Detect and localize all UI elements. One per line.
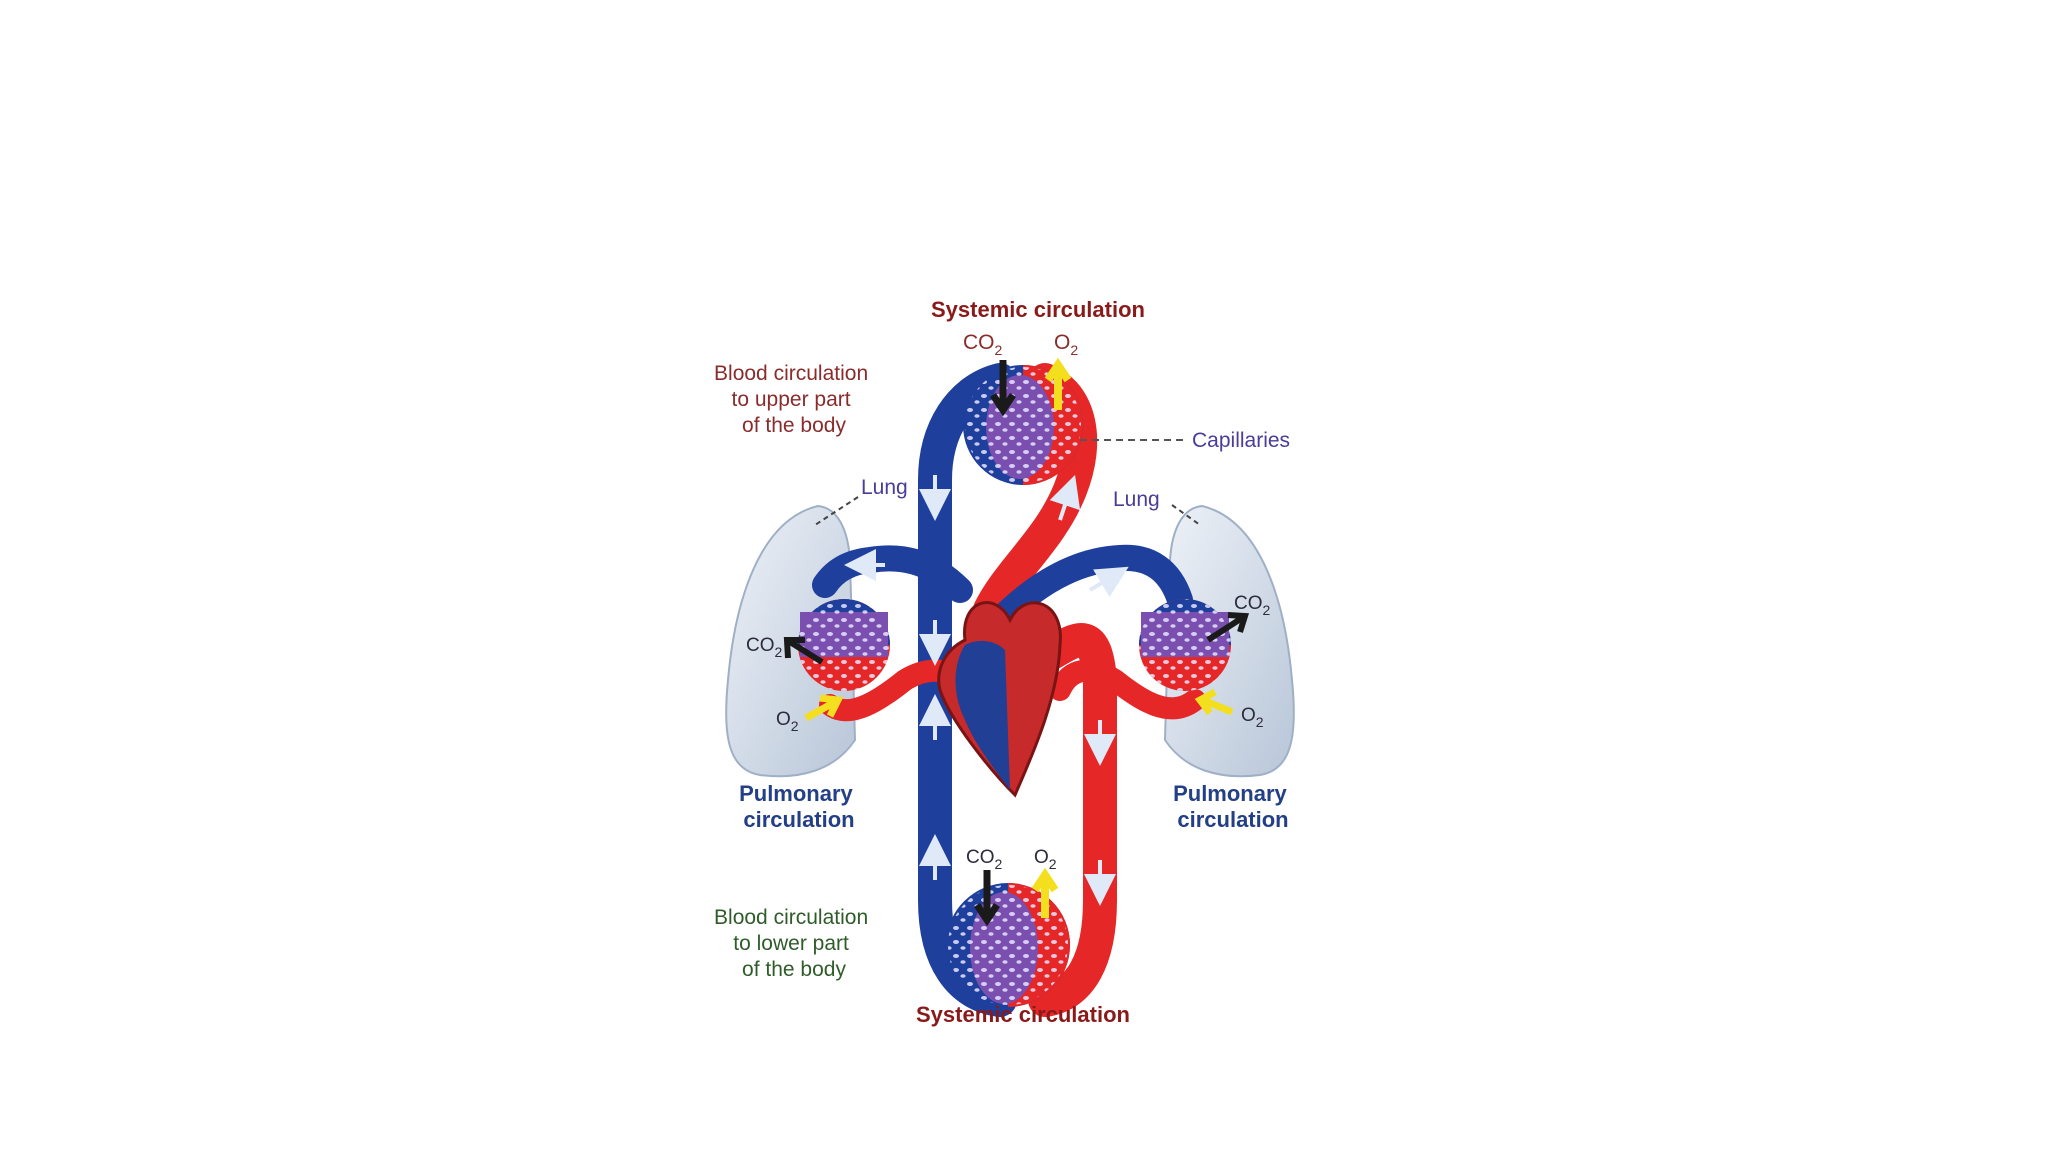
lung-right-leader <box>1171 504 1201 526</box>
o2-label-bottom: O2 <box>1034 847 1057 872</box>
co2-arrow-bottom-icon <box>974 870 1000 927</box>
co2-label-top: CO2 <box>963 331 1003 358</box>
co2-arrow-right-icon <box>1206 612 1250 643</box>
upper-body-label: Blood circulation to upper part of the b… <box>714 362 874 437</box>
heart-right-side <box>955 640 1010 790</box>
capillaries-label: Capillaries <box>1192 429 1290 452</box>
capillary-bed-bottom-icon <box>946 883 1070 1007</box>
co2-label-left: CO2 <box>746 635 783 660</box>
lower-body-label: Blood circulation to lower part of the b… <box>714 906 874 981</box>
pulmonary-vein-right <box>1049 659 1206 720</box>
o2-label-top: O2 <box>1054 331 1078 358</box>
co2-label-right: CO2 <box>1234 593 1271 618</box>
systemic-title-top: Systemic circulation <box>931 297 1145 322</box>
co2-label-bottom: CO2 <box>966 847 1003 872</box>
lung-left-label: Lung <box>861 476 908 499</box>
o2-arrow-top-icon <box>1044 357 1072 410</box>
flow-arrow-icon <box>844 474 1129 906</box>
lung-right-label: Lung <box>1113 488 1160 511</box>
capillary-bed-right-lung-icon <box>1139 599 1231 691</box>
o2-label-left: O2 <box>776 709 799 734</box>
pulmonary-artery-right <box>987 544 1193 633</box>
o2-label-right: O2 <box>1241 705 1264 730</box>
o2-arrow-bottom-icon <box>1031 867 1059 918</box>
pulmonary-left-label: Pulmonary circulation <box>739 781 859 832</box>
co2-arrow-top-icon <box>990 360 1016 417</box>
capillary-bed-top-icon <box>963 365 1083 485</box>
o2-arrow-left-icon <box>804 694 844 722</box>
capillary-bed-left-lung-icon <box>798 599 890 691</box>
o2-arrow-right-icon <box>1194 688 1234 716</box>
pulmonary-right-label: Pulmonary circulation <box>1173 781 1293 832</box>
co2-arrow-left-icon <box>783 637 824 665</box>
systemic-title-bottom: Systemic circulation <box>916 1002 1130 1027</box>
